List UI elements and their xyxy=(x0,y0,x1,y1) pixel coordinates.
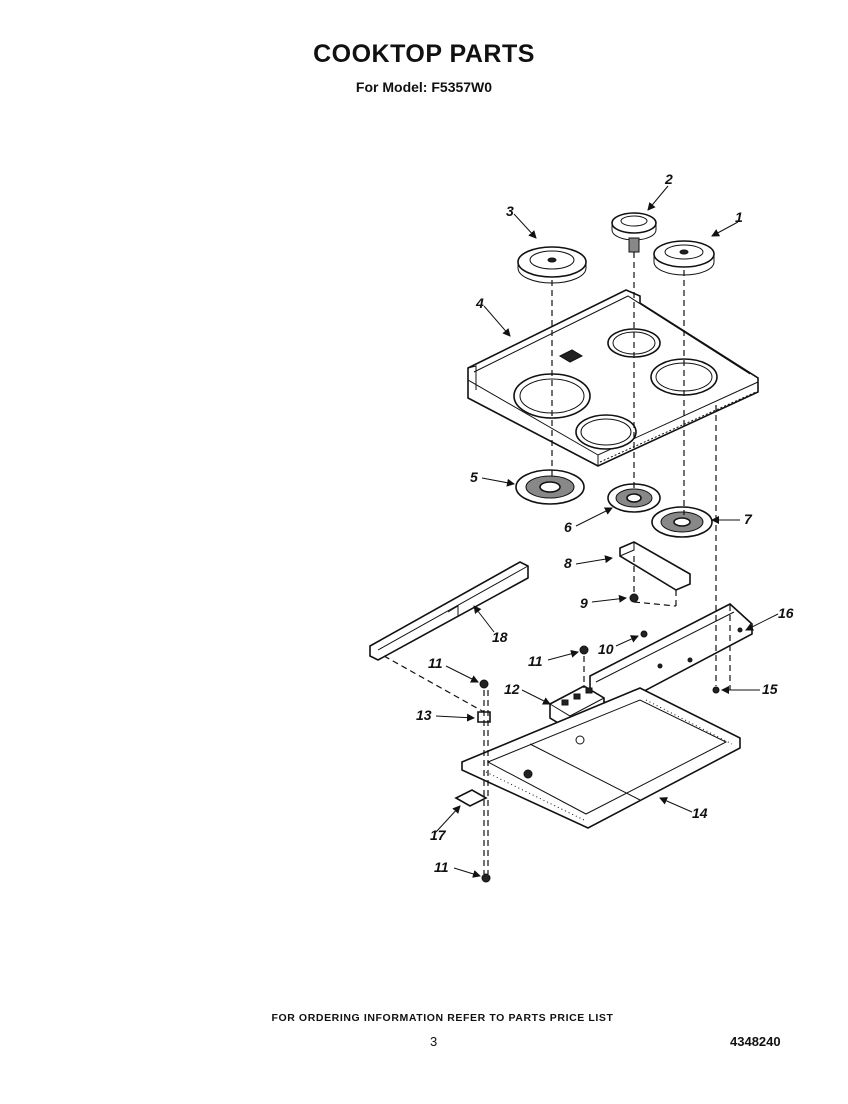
callout-leaders xyxy=(435,185,779,878)
callout-17: 17 xyxy=(430,827,447,843)
callout-4: 4 xyxy=(475,295,484,311)
support-channel-18 xyxy=(369,561,529,661)
callout-7: 7 xyxy=(744,511,753,527)
screw-15 xyxy=(712,686,720,694)
clip-9 xyxy=(629,593,639,603)
screw-11-upper xyxy=(479,679,489,689)
cooktop-main-top xyxy=(467,289,759,467)
surface-element-1 xyxy=(653,240,715,276)
callout-11-upper: 11 xyxy=(428,655,443,671)
callout-18: 18 xyxy=(492,629,508,645)
callout-9: 9 xyxy=(580,595,588,611)
callout-13: 13 xyxy=(416,707,432,723)
callout-3: 3 xyxy=(506,203,514,219)
callout-15: 15 xyxy=(762,681,778,697)
drip-bowl-5 xyxy=(515,469,585,505)
callout-10: 10 xyxy=(598,641,614,657)
mounting-bracket-8 xyxy=(619,541,691,591)
surface-element-3 xyxy=(517,246,587,284)
alignment-lines xyxy=(383,252,731,874)
surface-element-2 xyxy=(611,212,657,253)
callout-labels: 1 2 3 4 5 6 7 8 9 10 11 11 12 13 14 15 1… xyxy=(416,171,794,875)
ordering-note: FOR ORDERING INFORMATION REFER TO PARTS … xyxy=(271,1012,614,1024)
page-number: 3 xyxy=(430,1034,438,1049)
rear-frame-16 xyxy=(589,603,753,709)
callout-12: 12 xyxy=(504,681,520,697)
callout-1: 1 xyxy=(735,209,743,225)
callout-14: 14 xyxy=(692,805,708,821)
callout-11-lower: 11 xyxy=(434,859,449,875)
model-subtitle: For Model: F5357W0 xyxy=(355,79,493,95)
drip-bowl-6 xyxy=(607,483,661,513)
callout-11-middle: 11 xyxy=(528,653,543,669)
bracket-17 xyxy=(454,789,488,807)
screw-10 xyxy=(640,630,648,638)
screw-11-lower xyxy=(481,873,491,883)
callout-16: 16 xyxy=(778,605,794,621)
callout-2: 2 xyxy=(664,171,673,187)
bottom-tray-14 xyxy=(461,687,741,829)
callout-5: 5 xyxy=(470,469,478,485)
callout-8: 8 xyxy=(564,555,572,571)
drip-bowl-7 xyxy=(651,506,713,538)
page-title: COOKTOP PARTS xyxy=(313,40,535,68)
document-number: 4348240 xyxy=(730,1034,781,1049)
clip-13 xyxy=(477,711,491,723)
callout-6: 6 xyxy=(564,519,572,535)
screw-11-middle xyxy=(579,645,589,655)
